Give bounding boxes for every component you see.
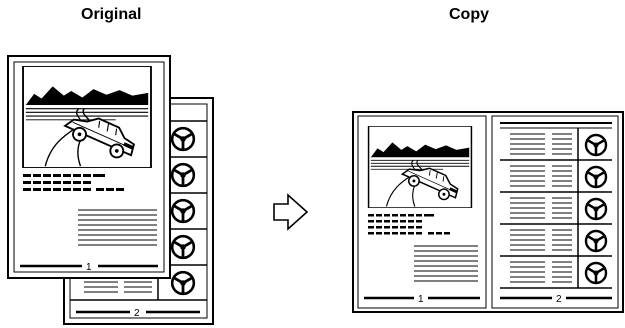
copy-left-half: 1 — [357, 115, 487, 309]
copy-page: 1 — [352, 111, 624, 313]
car-on-road-illustration-icon — [367, 126, 473, 208]
bold-text-block — [23, 174, 124, 191]
copy-right-half: 2 — [491, 115, 619, 309]
copy-page-number-2: 2 — [556, 294, 562, 305]
page-number-2: 2 — [134, 308, 140, 319]
arrow-right-outline-icon — [273, 193, 309, 231]
body-text-lines — [78, 209, 157, 246]
original-heading: Original — [81, 6, 142, 23]
page-number-1: 1 — [86, 262, 92, 273]
original-page-1: 1 — [7, 55, 171, 279]
copy-heading: Copy — [449, 6, 489, 23]
copy-page-number-1: 1 — [418, 294, 424, 305]
car-on-road-illustration-icon — [22, 66, 152, 168]
